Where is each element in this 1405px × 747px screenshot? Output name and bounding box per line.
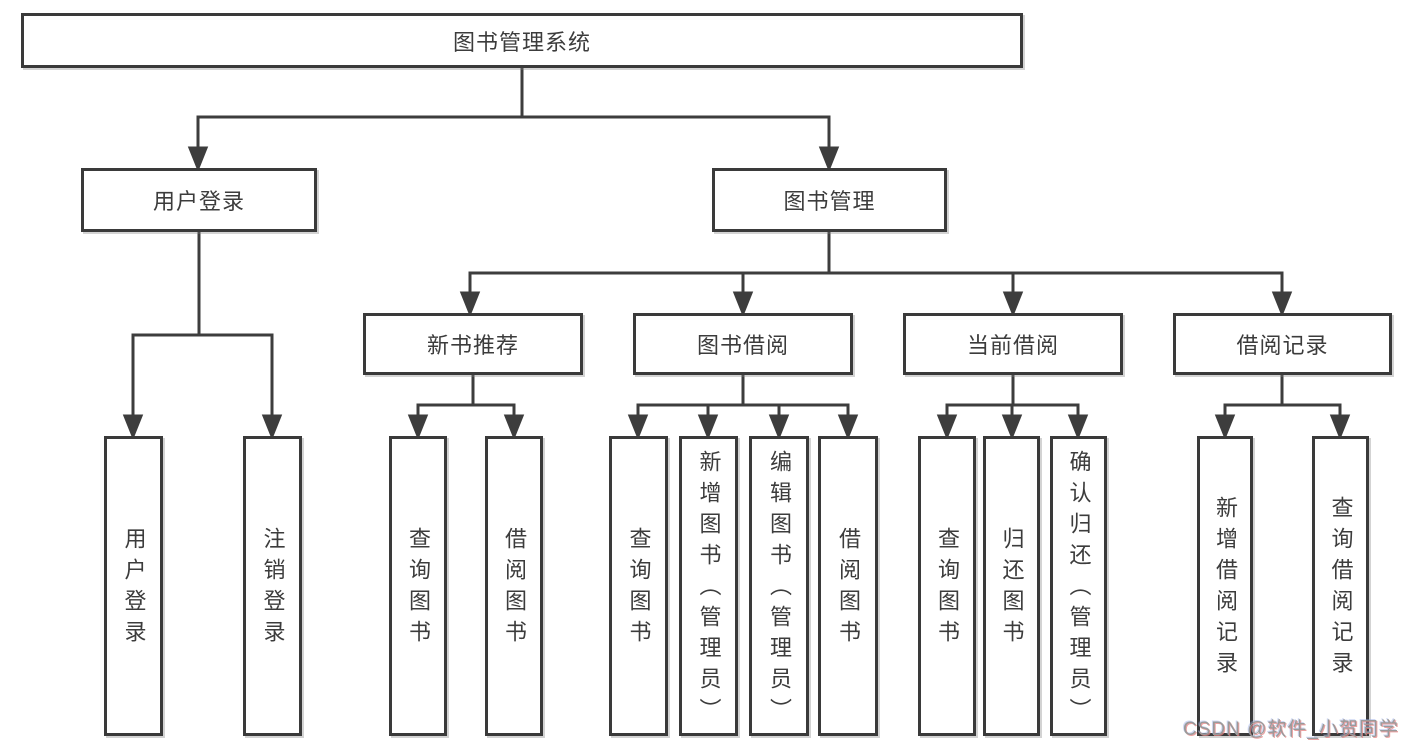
node-borrow-record: 借阅记录 <box>1173 313 1392 375</box>
leaf-bb-add-book: 新增图书（管理员） <box>679 436 738 736</box>
leaf-bb-edit-book-label: 编辑图书（管理员） <box>767 449 792 729</box>
leaf-bb-borrow-book: 借阅图书 <box>818 436 878 736</box>
arrowhead <box>187 146 209 173</box>
node-book-borrow: 图书借阅 <box>633 313 853 375</box>
arrowhead <box>261 414 283 441</box>
connector-borrowrecord-to-leaves <box>1214 375 1351 441</box>
arrowhead <box>122 414 144 441</box>
arrowhead <box>1271 291 1293 318</box>
leaf-rec-query-book-label: 查询图书 <box>406 527 431 651</box>
arrowhead <box>936 414 958 441</box>
connector-currentborrow-to-leaves <box>936 375 1089 441</box>
arrowhead <box>837 414 859 441</box>
leaf-cb-query-book: 查询图书 <box>918 436 976 736</box>
node-book-management-label: 图书管理 <box>783 189 876 214</box>
arrowhead <box>1001 414 1023 441</box>
leaf-rec-query-book: 查询图书 <box>389 436 447 736</box>
leaf-cb-query-book-label: 查询图书 <box>935 527 960 651</box>
leaf-bb-edit-book: 编辑图书（管理员） <box>749 436 809 736</box>
connector-root-to-level2 <box>187 68 840 173</box>
leaf-cb-confirm-return: 确认归还（管理员） <box>1050 436 1107 736</box>
arrowhead <box>1067 414 1089 441</box>
leaf-bb-add-book-label: 新增图书（管理员） <box>696 449 722 729</box>
leaf-logout: 注销登录 <box>243 436 302 736</box>
leaf-br-add-record-label: 新增借阅记录 <box>1213 496 1238 682</box>
node-book-borrow-label: 图书借阅 <box>696 333 789 358</box>
node-new-book-recommend-label: 新书推荐 <box>426 333 519 358</box>
leaf-cb-return-book: 归还图书 <box>983 436 1040 736</box>
arrowhead <box>627 414 649 441</box>
node-user-login: 用户登录 <box>81 168 317 232</box>
leaf-br-add-record: 新增借阅记录 <box>1197 436 1253 736</box>
leaf-bb-borrow-book-label: 借阅图书 <box>836 527 861 651</box>
node-current-borrow-label: 当前借阅 <box>966 333 1059 358</box>
arrowhead <box>818 146 840 173</box>
leaf-logout-label: 注销登录 <box>260 527 286 651</box>
arrowhead <box>768 414 790 441</box>
connector-bookmgmt-to-level3 <box>459 232 1293 318</box>
node-book-management: 图书管理 <box>712 168 947 232</box>
leaf-user-login: 用户登录 <box>104 436 163 736</box>
arrowhead <box>407 414 429 441</box>
leaf-bb-query-book: 查询图书 <box>609 436 668 736</box>
leaf-cb-confirm-return-label: 确认归还（管理员） <box>1066 449 1092 729</box>
connector-userlogin-to-leaves <box>122 232 283 441</box>
watermark: CSDN @软件_小贺同学 <box>1183 719 1399 740</box>
node-root-label: 图书管理系统 <box>452 29 591 55</box>
arrowhead <box>1214 414 1236 441</box>
leaf-br-query-record-label: 查询借阅记录 <box>1328 496 1354 682</box>
arrowhead <box>459 291 481 318</box>
node-user-login-label: 用户登录 <box>152 189 245 214</box>
leaf-bb-query-book-label: 查询图书 <box>626 527 652 651</box>
leaf-br-query-record: 查询借阅记录 <box>1312 436 1369 736</box>
node-current-borrow: 当前借阅 <box>903 313 1123 375</box>
arrowhead <box>697 414 719 441</box>
arrowhead <box>1329 414 1351 441</box>
arrowhead <box>732 291 754 318</box>
leaf-user-login-label: 用户登录 <box>121 527 147 651</box>
connector-newbookrec-to-leaves <box>407 375 525 441</box>
leaf-cb-return-book-label: 归还图书 <box>999 527 1025 651</box>
arrowhead <box>503 414 525 441</box>
arrowhead <box>1002 291 1024 318</box>
node-root: 图书管理系统 <box>21 13 1023 68</box>
node-new-book-recommend: 新书推荐 <box>363 313 583 375</box>
connector-bookborrow-to-leaves <box>627 375 859 441</box>
leaf-rec-borrow-book-label: 借阅图书 <box>502 527 527 651</box>
leaf-rec-borrow-book: 借阅图书 <box>485 436 543 736</box>
node-borrow-record-label: 借阅记录 <box>1236 333 1329 358</box>
